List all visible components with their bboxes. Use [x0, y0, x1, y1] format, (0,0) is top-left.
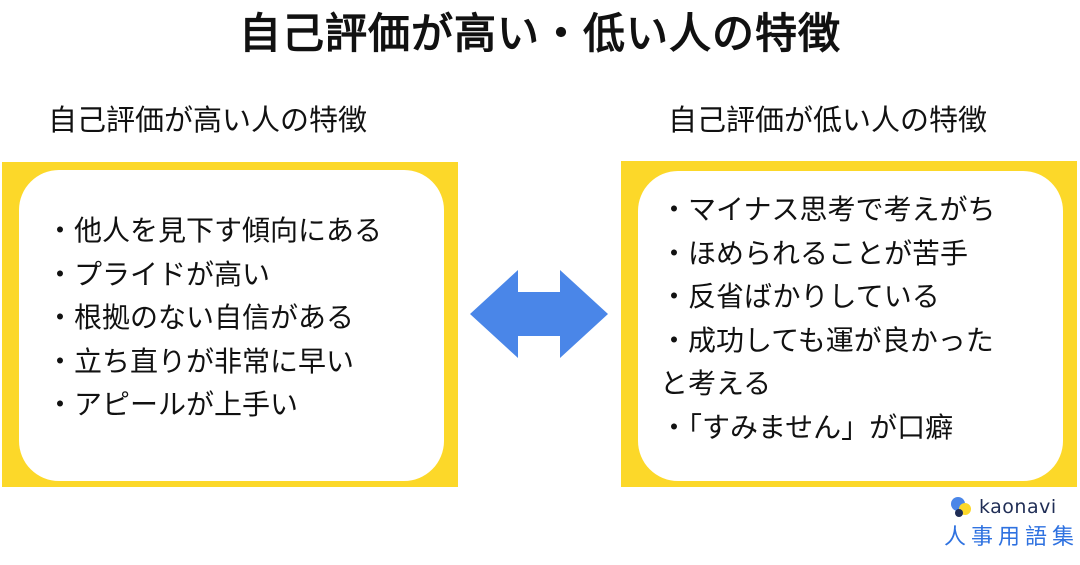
list-item: ・アピールが上手い [46, 388, 299, 421]
double-arrow-icon [470, 270, 608, 358]
main-title: 自己評価が高い・低い人の特徴 [238, 9, 841, 58]
logo-word: kaonavi [979, 496, 1057, 518]
list-item: ・反省ばかりしている [660, 280, 940, 313]
high-panel [2, 162, 458, 487]
high-list: ・他人を見下す傾向にある・プライドが高い・根拠のない自信がある・立ち直りが非常に… [46, 209, 382, 427]
list-item: と考える [660, 367, 772, 400]
list-item: ・マイナス思考で考えがち [660, 193, 996, 226]
high-panel-inner [19, 170, 444, 481]
kaonavi-logo: kaonavi 人事用語集 [944, 494, 1074, 556]
low-panel [621, 161, 1077, 487]
logo-subtitle: 人事用語集 [944, 525, 1080, 550]
low-panel-inner [638, 171, 1063, 481]
double-arrow-shape [470, 270, 608, 358]
logo-top: kaonavi [950, 494, 1057, 520]
list-item: ・根拠のない自信がある [46, 301, 355, 334]
list-item: ・ほめられることが苦手 [660, 236, 969, 270]
list-item: ・立ち直りが非常に早い [46, 344, 355, 378]
list-item: ・「すみません」が口癖 [660, 410, 954, 444]
list-item: ・成功しても運が良かった [660, 323, 994, 357]
high-heading: 自己評価が高い人の特徴 [48, 103, 368, 137]
kaonavi-logo-icon [951, 497, 971, 517]
low-list: ・マイナス思考で考えがち・ほめられることが苦手・反省ばかりしている・成功しても運… [660, 188, 995, 449]
list-item: ・プライドが高い [46, 257, 271, 291]
low-heading: 自己評価が低い人の特徴 [668, 103, 988, 137]
list-item: ・他人を見下す傾向にある [46, 214, 383, 247]
